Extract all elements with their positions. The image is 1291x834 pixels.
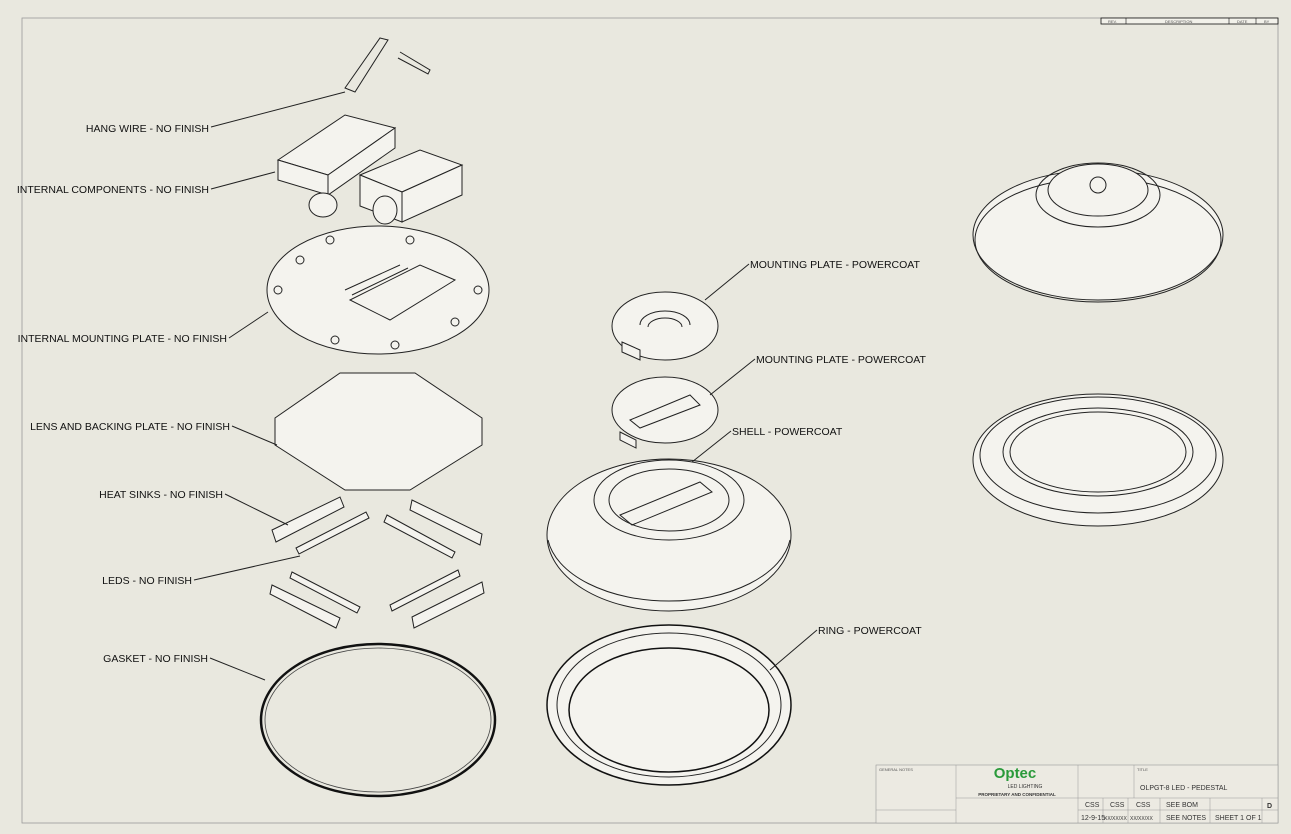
label-heat-sinks: HEAT SINKS - NO FINISH [99,489,223,501]
rev-header: REV. [1108,19,1117,24]
part-number: OLPGT-8 LED - PEDESTAL [1140,785,1228,792]
by-header: BY [1264,19,1270,24]
drawn-by: CSS [1085,802,1100,809]
sheet-number: SHEET 1 OF 1 [1215,815,1262,822]
date-header: DATE [1237,19,1248,24]
label-hang-wire: HANG WIRE - NO FINISH [86,123,209,135]
label-internal-mounting-plate: INTERNAL MOUNTING PLATE - NO FINISH [18,333,227,345]
revision-block: REV. DESCRIPTION DATE BY [1100,17,1279,25]
date-checked: XX/XX/XX [1104,816,1127,822]
internal-mounting-plate [266,225,490,355]
drawing-border [21,17,1279,824]
label-lens-backing-plate: LENS AND BACKING PLATE - NO FINISH [30,421,230,433]
lens-and-backing-plate [274,372,483,491]
leader-lines [193,91,818,681]
label-gasket: GASKET - NO FINISH [103,653,208,665]
gasket [259,642,497,798]
hang-wire [344,37,431,93]
label-leds: LEDS - NO FINISH [102,575,192,587]
finish: SEE NOTES [1166,815,1206,822]
company-logo: Optec [994,765,1037,782]
date-drawn: 12-9-15 [1081,815,1105,822]
ring [546,624,792,786]
approved-by: CSS [1136,802,1151,809]
assembled-view-bottom [972,393,1224,527]
date-approved: XX/XX/XX [1130,816,1153,822]
title-label: TITLE [1137,767,1148,772]
mounting-plate-1 [611,291,719,361]
label-mounting-plate-1: MOUNTING PLATE - POWERCOAT [750,259,921,271]
company-subtitle: LED LIGHTING [1008,784,1043,790]
general-notes-heading: GENERAL NOTES [879,767,913,772]
label-shell: SHELL - POWERCOAT [732,426,843,438]
label-internal-components: INTERNAL COMPONENTS - NO FINISH [17,184,209,196]
shell [546,458,792,612]
label-ring: RING - POWERCOAT [818,625,922,637]
description-header: DESCRIPTION [1165,19,1192,24]
heat-sinks-and-leds [269,496,485,629]
title-block: GENERAL NOTES Optec LED LIGHTING PROPRIE… [875,764,1279,824]
internal-components [276,114,464,225]
mounting-plate-2 [611,376,719,449]
label-mounting-plate-2: MOUNTING PLATE - POWERCOAT [756,354,927,366]
proprietary-notice: PROPRIETARY AND CONFIDENTIAL [978,792,1056,797]
material: SEE BOM [1166,802,1198,809]
sheet-size: D [1267,803,1272,810]
assembled-view-top [972,162,1224,303]
checked-by: CSS [1110,802,1125,809]
